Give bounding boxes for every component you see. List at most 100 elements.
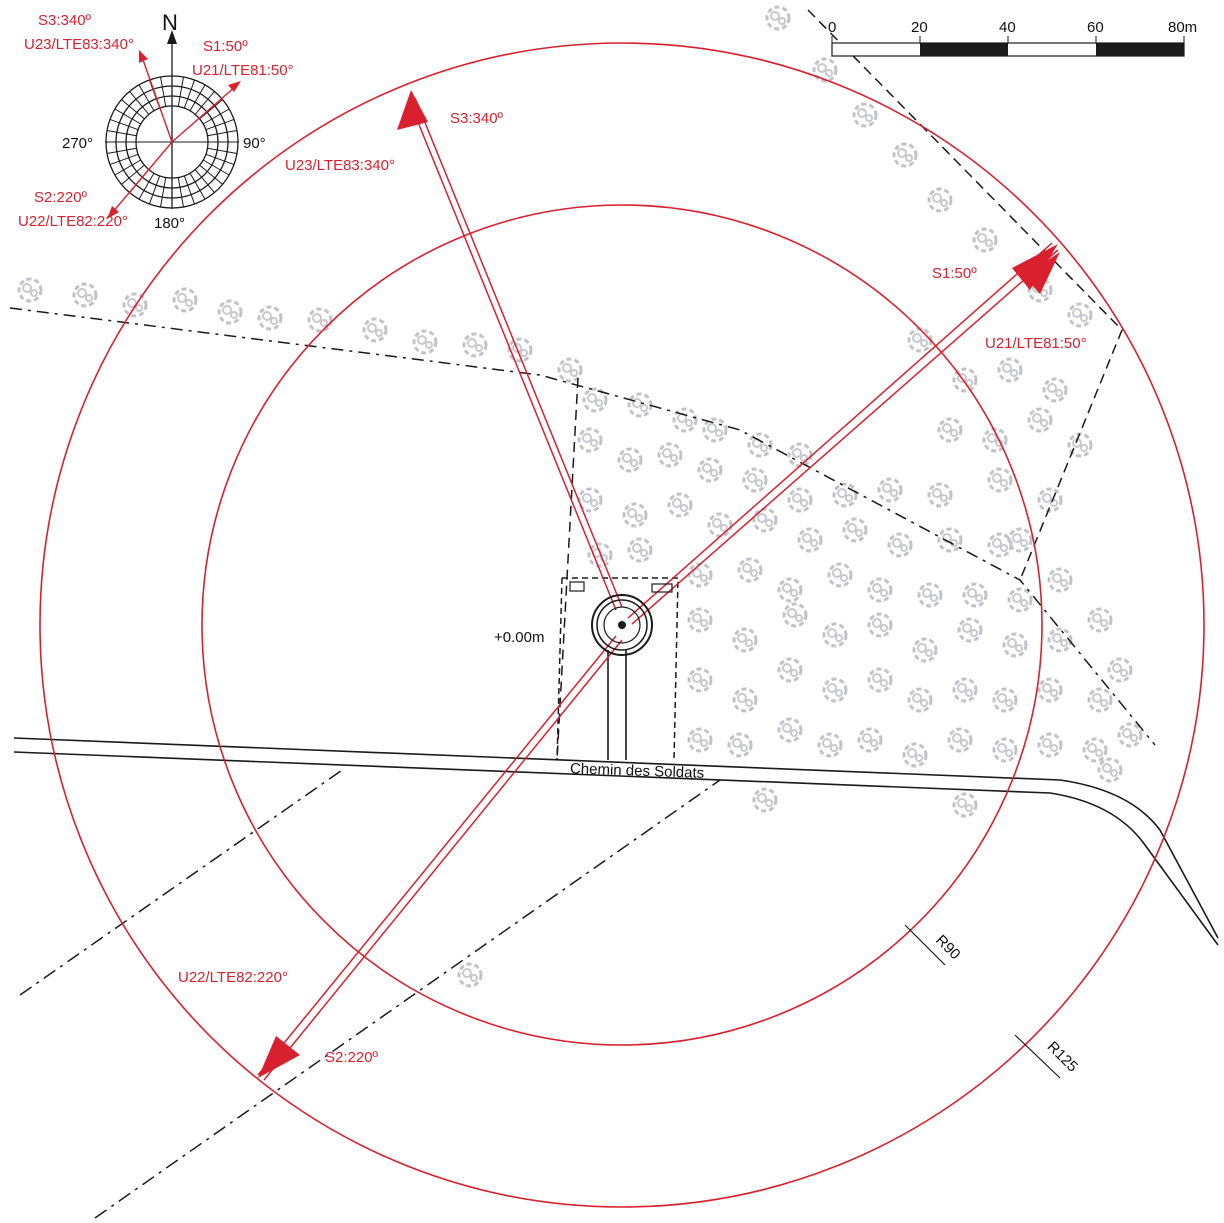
compass-spoke [202, 159, 230, 176]
tree-icon [1117, 722, 1143, 748]
tree-icon [1047, 567, 1073, 593]
dashdot-line-a [19, 767, 346, 996]
azimuth-label-s2: S2:220º [325, 1049, 379, 1066]
tree-icon [867, 577, 893, 603]
tree-icon [877, 477, 903, 503]
tree-icon [1037, 732, 1063, 758]
azimuth-s3-line-b [414, 97, 623, 608]
azimuth-label-u23: U23/LTE83:340° [285, 157, 395, 174]
tree-icon [952, 792, 978, 818]
compass-spoke [194, 91, 215, 115]
tree-icon [17, 277, 43, 303]
tree-icon [1067, 302, 1093, 328]
tree-icon [622, 502, 648, 528]
tree-icon [987, 467, 1013, 493]
compass-north: N [162, 10, 178, 35]
compass-east: 90° [243, 135, 266, 152]
radius-circles [39, 42, 1205, 1208]
tree-icon [667, 492, 693, 518]
tree-icon [827, 562, 853, 588]
azimuth-arrows [257, 97, 1059, 1081]
tree-icon [927, 187, 953, 213]
tree-icon [892, 142, 918, 168]
tree-icon [412, 329, 438, 355]
tree-icon [822, 622, 848, 648]
tree-icon [362, 317, 388, 343]
tree-icon [1082, 737, 1108, 763]
compass-s3-label: S3:340º [38, 12, 92, 29]
tree-icon [992, 687, 1018, 713]
property-boundaries [9, 9, 1156, 1219]
tree-icon [457, 962, 483, 988]
boundary-east [807, 9, 1123, 581]
tree-icon [902, 742, 928, 768]
tree-icon [1047, 627, 1073, 653]
tree-icon [627, 392, 653, 418]
compass-u22-label: U22/LTE82:220° [18, 213, 128, 230]
tree-icon [937, 417, 963, 443]
tree-icon [1087, 607, 1113, 633]
arrowhead-s1-a [1012, 244, 1058, 290]
tree-icon [1087, 687, 1113, 713]
tree-icon [687, 607, 713, 633]
tree-icon [852, 102, 878, 128]
tree-icon [832, 482, 858, 508]
compound-fence [556, 577, 679, 761]
tree-icon [732, 687, 758, 713]
scale-tick-60: 60 [1087, 19, 1104, 36]
tree-icon [257, 305, 283, 331]
compass-spoke [189, 172, 206, 200]
road-name: Chemin des Soldats [570, 760, 705, 782]
tree-icon [822, 677, 848, 703]
tree-icon [857, 727, 883, 753]
tree-icon [997, 357, 1023, 383]
compass-spoke [106, 130, 137, 137]
tree-icon [907, 327, 933, 353]
tree-icon [777, 717, 803, 743]
compass-spoke [199, 164, 223, 185]
compass-spoke [121, 164, 145, 185]
tree-icon [217, 299, 243, 325]
tree-icon [777, 577, 803, 603]
compass-spoke [199, 99, 223, 120]
circle-r90 [201, 204, 1043, 1046]
circle-r125 [39, 42, 1205, 1208]
tree-icon [987, 532, 1013, 558]
tree-icon [867, 667, 893, 693]
compass-spoke [205, 153, 235, 166]
tree-icon [172, 287, 198, 313]
tree-icon [912, 637, 938, 663]
tree-icon [697, 457, 723, 483]
compass-u21-label: U21/LTE81:50° [192, 62, 294, 79]
tree-icon [577, 427, 603, 453]
azimuth-s2-line-a [257, 635, 617, 1076]
compass-spoke [109, 118, 139, 131]
road-edge-north [13, 737, 1219, 939]
compass-spoke [177, 76, 184, 107]
compass-rose [105, 30, 241, 219]
compass-spoke [160, 177, 167, 208]
tree-icon [917, 582, 943, 608]
compass-u23-label: U23/LTE83:340° [24, 36, 134, 53]
tree-icon [842, 517, 868, 543]
tree-icon [937, 527, 963, 553]
compass-s1-label: S1:50º [203, 38, 248, 55]
azimuth-arrowheads [258, 90, 1060, 1078]
compass-spoke [205, 118, 235, 131]
tree-icon [627, 537, 653, 563]
tree-icon [687, 727, 713, 753]
compass-spoke [189, 84, 206, 112]
tree-icon [687, 562, 713, 588]
tree-icon [947, 727, 973, 753]
tree-icon [742, 467, 768, 493]
azimuth-label-u22: U22/LTE82:220° [178, 969, 288, 986]
compass-s2-label: S2:220º [34, 189, 88, 206]
tree-icon [797, 527, 823, 553]
compass-west: 270° [62, 135, 93, 152]
tree-icon [752, 507, 778, 533]
compass-spoke [207, 147, 238, 154]
compass-spoke [194, 169, 215, 193]
tree-icon [747, 432, 773, 458]
tree-icon [732, 627, 758, 653]
